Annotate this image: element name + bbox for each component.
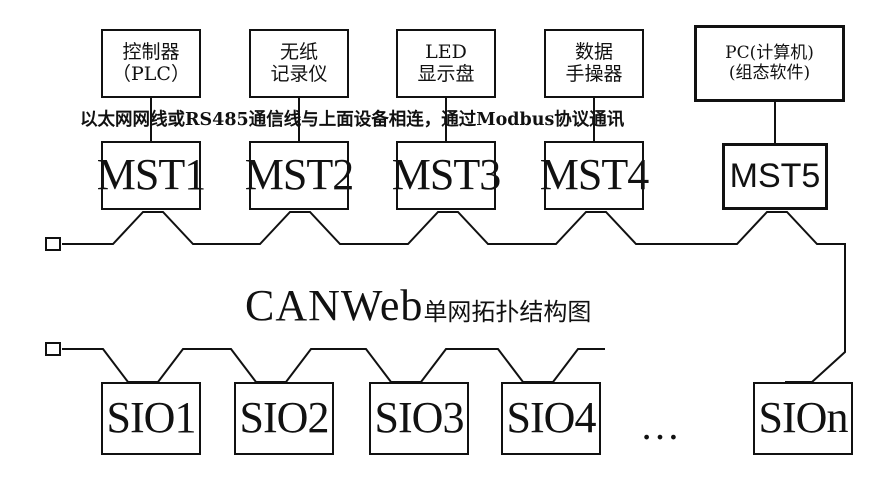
master-node-2: MST2	[245, 141, 354, 210]
device-paperless-recorder: 无纸 记录仪	[249, 29, 349, 98]
device-paperless-recorder-line1: 无纸	[279, 40, 318, 63]
diagram-title-suffix: 单网拓扑结构图	[423, 298, 592, 326]
more-nodes-ellipsis: …	[640, 403, 680, 448]
slave-node-n: SIOn	[753, 382, 853, 455]
master-node-label: MST4	[539, 150, 649, 200]
device-plc-line2: （PLC）	[112, 62, 190, 85]
slave-node-label: SIOn	[758, 393, 849, 443]
connection-note: 以太网网线或RS485通信线与上面设备相连，通过Modbus协议通讯	[80, 110, 625, 130]
device-handheld: 数据 手操器	[544, 29, 644, 98]
diagram-title: CANWeb单网拓扑结构图	[245, 280, 591, 331]
master-node-label: MST1	[96, 150, 206, 200]
slave-node-1: SIO1	[101, 382, 201, 455]
device-paperless-recorder-line2: 记录仪	[270, 62, 328, 85]
lower-bus-line	[62, 348, 605, 383]
upper-bus-line	[62, 211, 846, 383]
device-led-display: LED 显示盘	[396, 29, 496, 98]
slave-node-3: SIO3	[369, 382, 469, 455]
slave-node-label: SIO1	[106, 393, 197, 443]
device-pc: PC(计算机) (组态软件)	[694, 25, 845, 102]
device-led-display-line1: LED	[425, 40, 467, 63]
slave-node-label: SIO3	[374, 393, 465, 443]
terminator-upper	[45, 237, 61, 251]
slave-node-label: SIO2	[239, 393, 330, 443]
slave-node-label: SIO4	[506, 393, 597, 443]
slave-node-2: SIO2	[234, 382, 334, 455]
master-node-label: MST5	[729, 156, 821, 195]
device-handheld-line1: 数据	[574, 40, 613, 63]
master-node-1: MST1	[97, 141, 206, 210]
device-pc-line1: PC(计算机)	[725, 42, 814, 63]
master-node-label: MST2	[244, 150, 354, 200]
master-node-label: MST3	[391, 150, 501, 200]
slave-node-4: SIO4	[501, 382, 601, 455]
device-pc-line2: (组态软件)	[728, 62, 811, 83]
device-plc-line1: 控制器	[122, 40, 180, 63]
master-node-3: MST3	[392, 141, 501, 210]
device-handheld-line2: 手操器	[565, 62, 623, 85]
master-node-5: MST5	[722, 143, 828, 210]
device-plc: 控制器 （PLC）	[101, 29, 201, 98]
terminator-lower	[45, 342, 61, 356]
master-node-4: MST4	[540, 141, 649, 210]
diagram-title-prefix: CANWeb	[245, 281, 424, 330]
device-led-display-line2: 显示盘	[417, 62, 475, 85]
